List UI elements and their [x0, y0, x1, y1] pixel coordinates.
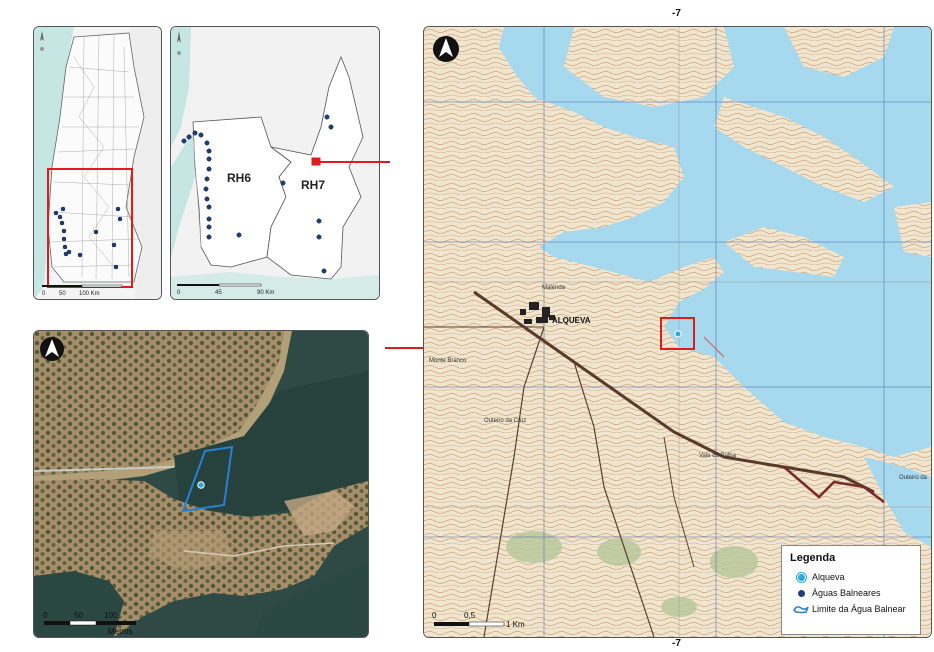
region-rh7: [266, 55, 364, 280]
alqueva-town: [520, 302, 555, 324]
scale-label: 100 Km: [79, 291, 100, 297]
boundary-outline-icon: [792, 606, 809, 614]
alqueva-point: [197, 481, 205, 489]
scale-label: 0: [42, 291, 46, 297]
north-arrow-icon: [177, 31, 181, 55]
legend-label: Águas Balneares: [812, 588, 881, 598]
alqueva-point-icon: [796, 572, 806, 582]
scale-unit: Metros: [108, 627, 132, 636]
map-legend: Legenda Alqueva Águas Balneares Limite d…: [781, 545, 921, 635]
scale-label: 0: [177, 290, 181, 296]
scale-label: 0,5: [464, 611, 476, 620]
lon-label-top: -7: [672, 8, 681, 19]
bathing-water-point-icon: [797, 589, 805, 597]
place-label: Malenda: [542, 285, 566, 291]
scale-label: 50: [74, 611, 83, 620]
lon-label-bottom: -7: [672, 638, 681, 649]
topo-svg: 38 38 38 ALQUEVA Malenda Monte Branco Ou…: [424, 27, 931, 637]
north-arrow-icon: [40, 31, 44, 51]
place-label: ALQUEVA: [552, 316, 591, 325]
scale-label: 1 Km: [506, 620, 525, 629]
scale-label: 50: [59, 291, 66, 297]
legend-item-alqueva: Alqueva: [790, 569, 912, 585]
legend-title: Legenda: [790, 552, 836, 564]
north-arrow-icon: [433, 36, 459, 62]
inset-portugal-svg: 0 50 100 Km: [34, 27, 161, 299]
alqueva-point: [674, 330, 682, 338]
bathing-water-points: [53, 206, 123, 270]
bathing-water-points: [181, 114, 334, 274]
bathing-area-boundary: [181, 445, 234, 513]
north-arrow-icon: [40, 337, 64, 361]
inset-regions-svg: RH6 RH7 0 45 90 Km: [171, 27, 379, 299]
legend-label: Limite da Água Balnear: [812, 604, 906, 614]
topographic-map: 38 38 38 ALQUEVA Malenda Monte Branco Ou…: [423, 26, 932, 638]
aerial-svg: 0 50 100 Metros: [34, 331, 368, 637]
place-label: Outeiro da: [899, 475, 928, 481]
scale-label: 90 Km: [257, 290, 274, 296]
region-label-rh7: RH7: [301, 178, 325, 192]
place-label: Vale da Palha: [699, 453, 737, 459]
scale-label: 0: [432, 611, 437, 620]
study-area-box: [660, 317, 695, 350]
inset-portugal-map: 0 50 100 Km: [33, 26, 162, 300]
scale-label: 45: [215, 290, 222, 296]
scale-label: 100: [104, 611, 118, 620]
legend-label: Alqueva: [812, 572, 845, 582]
place-label: Monte Branco: [429, 358, 467, 364]
legend-item-bathing-waters: Águas Balneares: [790, 585, 912, 601]
legend-item-boundary: Limite da Água Balnear: [790, 601, 912, 617]
place-label: Outeiro da Cruz: [484, 418, 526, 424]
region-label-rh6: RH6: [227, 171, 251, 185]
scale-label: 0: [43, 611, 48, 620]
aerial-image-map: 0 50 100 Metros: [33, 330, 369, 638]
